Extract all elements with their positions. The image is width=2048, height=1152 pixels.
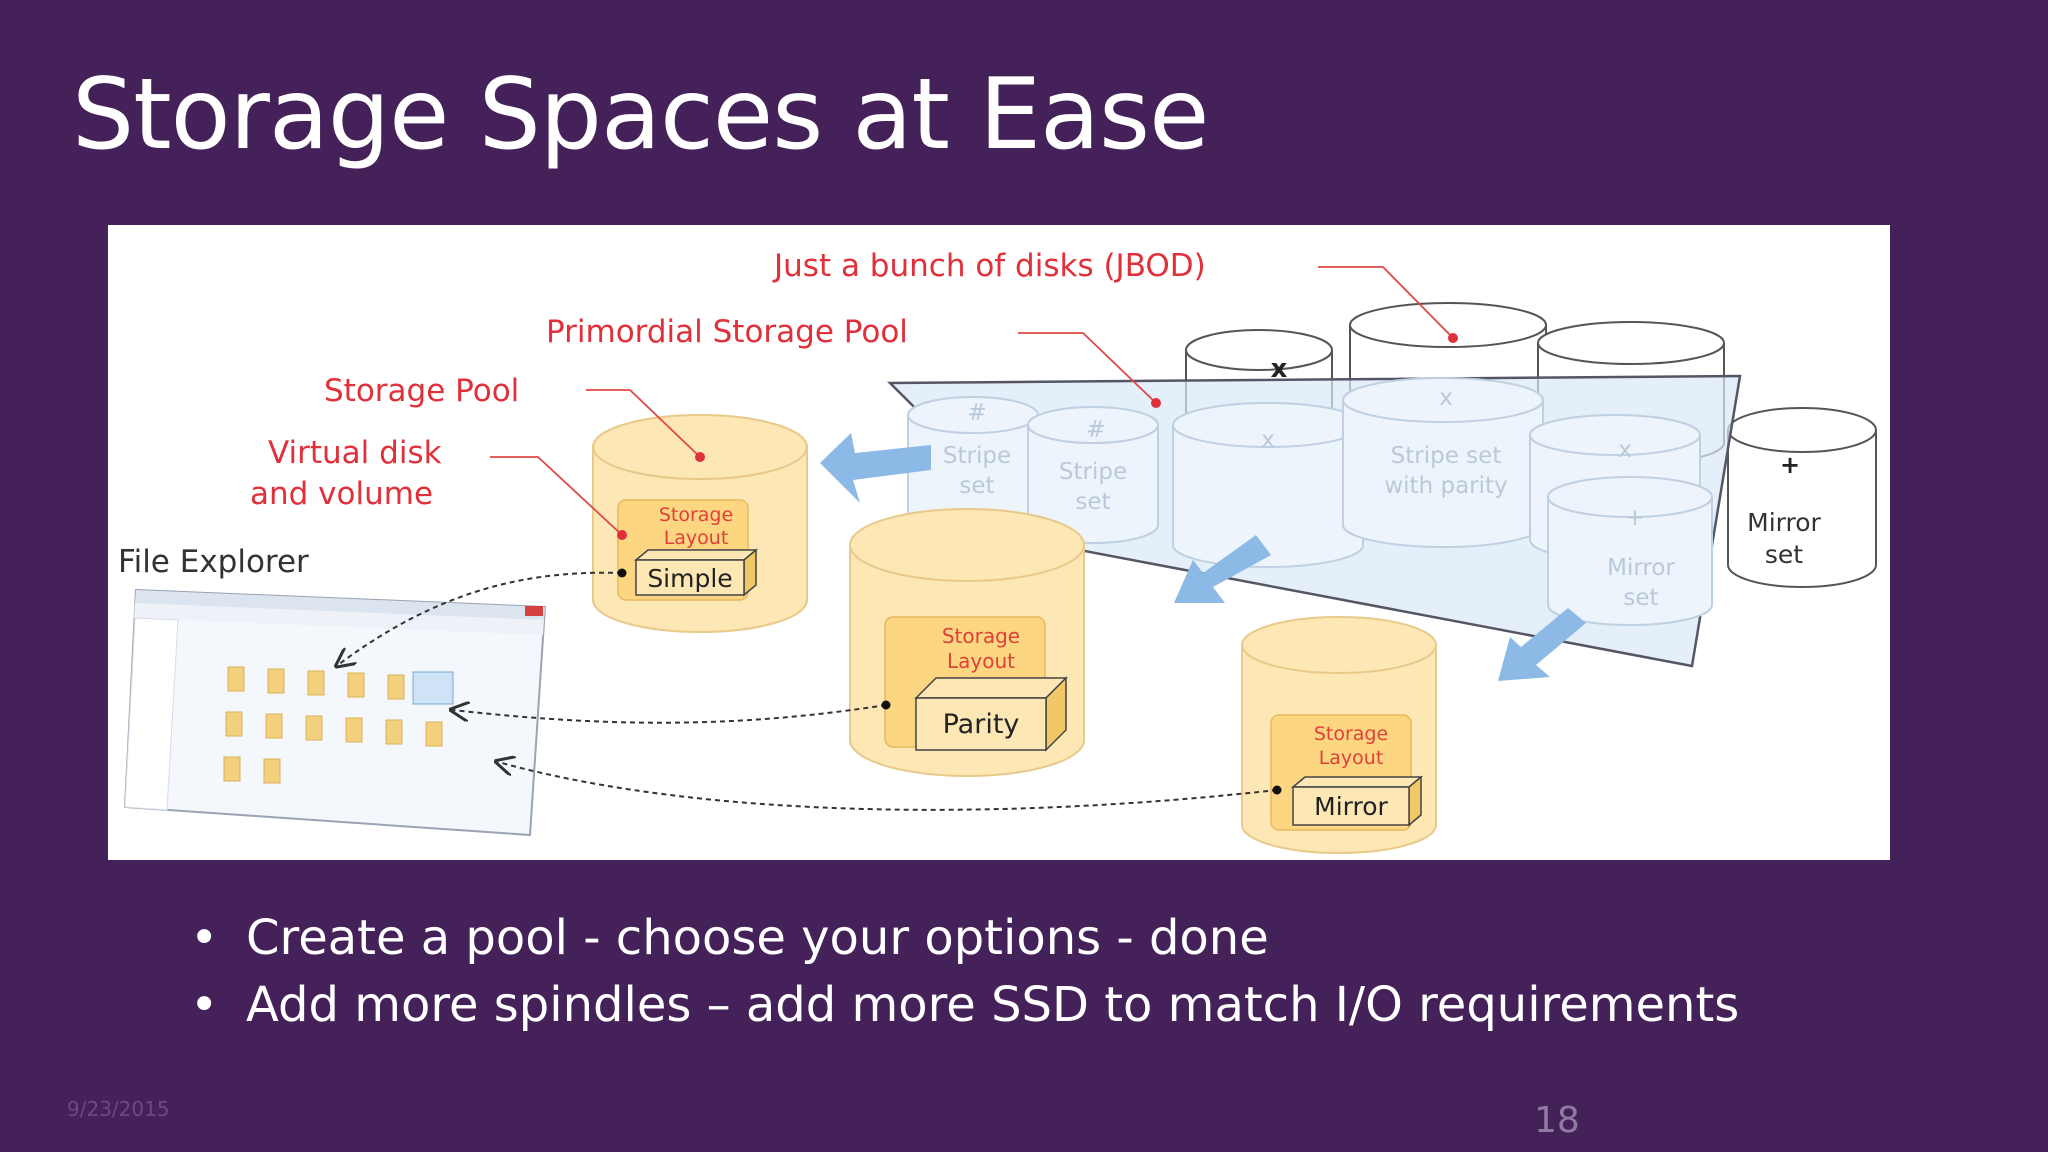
storage-pool-mirror: Storage Layout Mirror: [1241, 616, 1437, 854]
volume-connectors: [338, 571, 1278, 811]
mirror-set-label-line2: set: [1765, 540, 1803, 569]
stripe-set-1-line2: set: [959, 473, 994, 499]
faded-x-1: x: [1261, 427, 1275, 453]
faded-x-3: x: [1618, 437, 1632, 463]
pool-arrows: [820, 433, 1586, 681]
slide-page-number: 18: [1534, 1100, 1580, 1141]
simple-dot: [617, 568, 627, 578]
parity-layout-line1: Storage: [942, 624, 1020, 648]
storage-pool-simple: Storage Layout Simple: [592, 414, 808, 633]
virtual-disk-label-line1: Virtual disk: [268, 435, 442, 471]
simple-label: Simple: [647, 564, 732, 593]
storage-pool-dot: [695, 452, 705, 462]
bullet-list: • Create a pool - choose your options - d…: [190, 905, 1739, 1039]
callout-lines: [490, 266, 1454, 536]
slide-date: 9/23/2015: [67, 1097, 170, 1121]
mirror-dot: [1272, 785, 1282, 795]
parity-label: Parity: [943, 709, 1020, 740]
stripe-parity-line2: with parity: [1384, 473, 1507, 499]
stripe-set-1-line1: Stripe: [943, 443, 1011, 469]
virtual-disk-label-line2: and volume: [250, 476, 433, 512]
jbod-dot: [1448, 333, 1458, 343]
parity-layout-line2: Layout: [947, 649, 1015, 673]
storage-pool-parity: Storage Layout Parity: [849, 508, 1085, 777]
stripe-parity-line1: Stripe set: [1391, 443, 1502, 469]
slide-title: Storage Spaces at Ease: [72, 58, 1209, 172]
mirror-layout-line2: Layout: [1319, 747, 1384, 769]
file-explorer-window: [123, 588, 547, 837]
mirror-label: Mirror: [1314, 792, 1388, 821]
file-explorer-label: File Explorer: [118, 544, 309, 580]
storage-spaces-diagram: x + Mirror set # Stripe set # Stripe set…: [108, 225, 1890, 860]
virtual-disk-dot: [617, 530, 627, 540]
jbod-x-mark: x: [1271, 354, 1288, 384]
primordial-pool-label: Primordial Storage Pool: [546, 314, 908, 350]
parity-dot: [881, 700, 891, 710]
stripe-set-hash-2: #: [1086, 417, 1105, 443]
bullet-dot: •: [190, 910, 219, 966]
stripe-set-2-line2: set: [1075, 489, 1110, 515]
stripe-set-2-line1: Stripe: [1059, 459, 1127, 485]
primordial-dot: [1151, 398, 1161, 408]
simple-layout-line2: Layout: [664, 527, 729, 549]
faded-mirror-line1: Mirror: [1607, 555, 1675, 581]
simple-layout-line1: Storage: [659, 504, 733, 526]
mirror-set-plus: +: [1780, 451, 1800, 479]
mirror-set-label-line1: Mirror: [1747, 508, 1821, 537]
bullet-text: Create a pool - choose your options - do…: [246, 910, 1269, 966]
stripe-set-hash-1: #: [967, 400, 986, 426]
mirror-set-disk: + Mirror set: [1727, 407, 1877, 588]
jbod-label: Just a bunch of disks (JBOD): [772, 248, 1206, 284]
mirror-layout-line1: Storage: [1314, 723, 1388, 745]
bullet-text: Add more spindles – add more SSD to matc…: [246, 977, 1740, 1033]
bullet-item: • Add more spindles – add more SSD to mat…: [190, 972, 1739, 1039]
faded-mirror-line2: set: [1623, 585, 1658, 611]
storage-pool-label: Storage Pool: [324, 373, 519, 409]
faded-x-2: x: [1439, 385, 1453, 411]
bullet-dot: •: [190, 977, 219, 1033]
bullet-item: • Create a pool - choose your options - d…: [190, 905, 1739, 972]
faded-plus: +: [1625, 505, 1644, 531]
